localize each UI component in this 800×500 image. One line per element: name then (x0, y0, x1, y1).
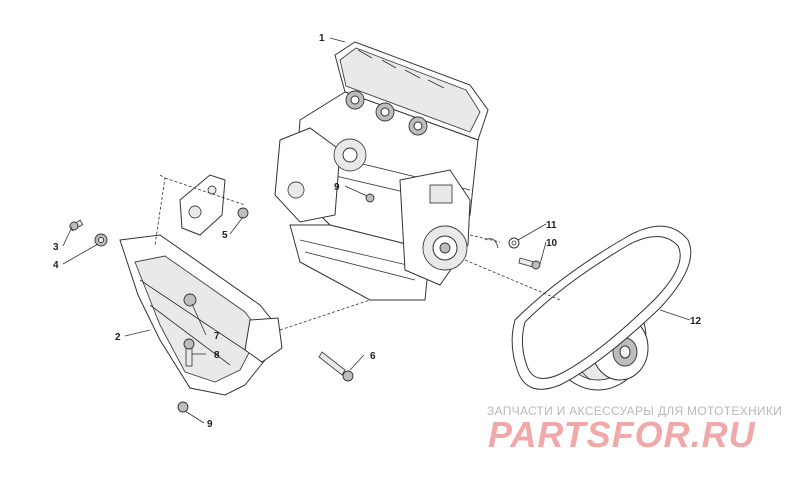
nut-9-lower (177, 401, 189, 413)
engine-front-bracket (119, 234, 283, 396)
callout-9-upper: 9 (334, 182, 340, 193)
washer-11 (508, 237, 520, 249)
fasteners (69, 193, 541, 413)
callouts: 1 2 3 4 5 6 7 8 9 9 10 11 12 (53, 33, 702, 430)
drive-belt (511, 225, 692, 390)
callout-6: 6 (370, 351, 376, 362)
nut-9-upper (365, 193, 375, 203)
callout-3: 3 (53, 242, 59, 253)
callout-8: 8 (214, 350, 220, 361)
watermark-tagline: ЗАПЧАСТИ И АКСЕССУАРЫ ДЛЯ МОТОТЕХНИКИ (487, 404, 783, 418)
callout-4: 4 (53, 260, 59, 271)
callout-5: 5 (222, 230, 228, 241)
mount-bracket-upper (179, 174, 226, 236)
nut-5 (237, 207, 249, 219)
spacer-clip (484, 238, 499, 249)
bolt-3 (69, 221, 79, 231)
leader-lines (62, 37, 691, 424)
callout-7: 7 (214, 331, 220, 342)
callout-11: 11 (546, 220, 557, 231)
watermark-logo: PARTSFOR.RU (488, 414, 756, 455)
bolt-6 (318, 351, 346, 376)
callout-10: 10 (546, 238, 558, 249)
callout-12: 12 (690, 316, 702, 327)
callout-2: 2 (115, 332, 121, 343)
engine-assembly (274, 41, 489, 301)
callout-9-lower: 9 (207, 419, 213, 430)
callout-1: 1 (319, 33, 325, 44)
nut-7 (183, 293, 197, 307)
